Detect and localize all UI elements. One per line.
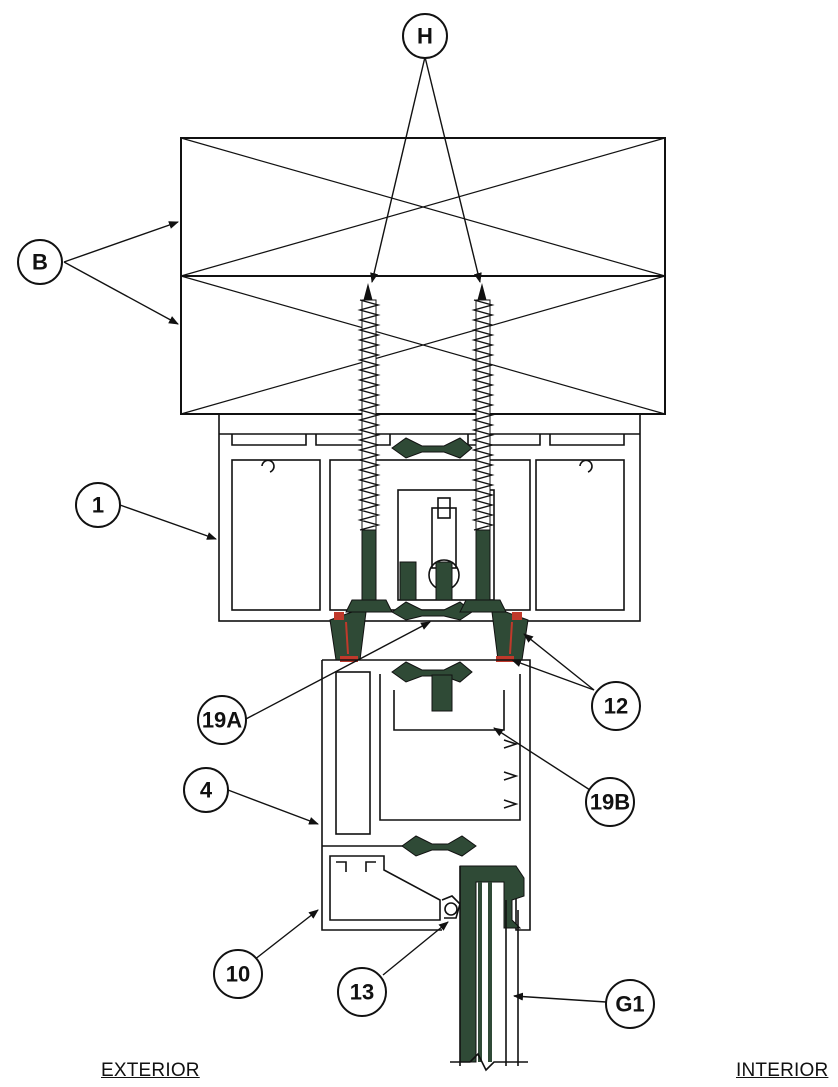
svg-text:H: H: [417, 24, 433, 49]
interior-label: INTERIOR: [736, 1060, 829, 1081]
svg-text:B: B: [32, 250, 48, 275]
svg-text:19B: 19B: [590, 790, 630, 815]
svg-text:4: 4: [200, 778, 213, 803]
callout-10: 10: [213, 949, 263, 999]
frame-head-extrusion: [218, 413, 641, 622]
svg-text:1: 1: [92, 493, 104, 518]
wood-blocking: [180, 137, 666, 415]
callout-13: 13: [337, 967, 387, 1017]
callout-4: 4: [183, 767, 229, 813]
leader-lines: [63, 56, 607, 1003]
svg-text:10: 10: [226, 962, 250, 987]
glazing-bead: [441, 895, 461, 919]
callout-h: H: [402, 13, 448, 59]
sealant-joints: [329, 611, 529, 662]
callout-19a: 19A: [197, 695, 247, 745]
callout-b: B: [17, 239, 63, 285]
svg-text:12: 12: [604, 694, 628, 719]
callout-19b: 19B: [585, 777, 635, 827]
vent-frame: [321, 659, 531, 931]
callout-g1: G1: [605, 979, 655, 1029]
glass-unit: [450, 865, 528, 1072]
callout-1: 1: [75, 482, 121, 528]
svg-text:19A: 19A: [202, 708, 242, 733]
screw-left: [345, 283, 393, 613]
anchor-screws: [345, 283, 507, 613]
callout-12: 12: [591, 681, 641, 731]
vent-thermal-break: [391, 661, 477, 857]
svg-text:G1: G1: [615, 992, 644, 1017]
exterior-label: EXTERIOR: [101, 1060, 200, 1081]
svg-text:13: 13: [350, 980, 374, 1005]
